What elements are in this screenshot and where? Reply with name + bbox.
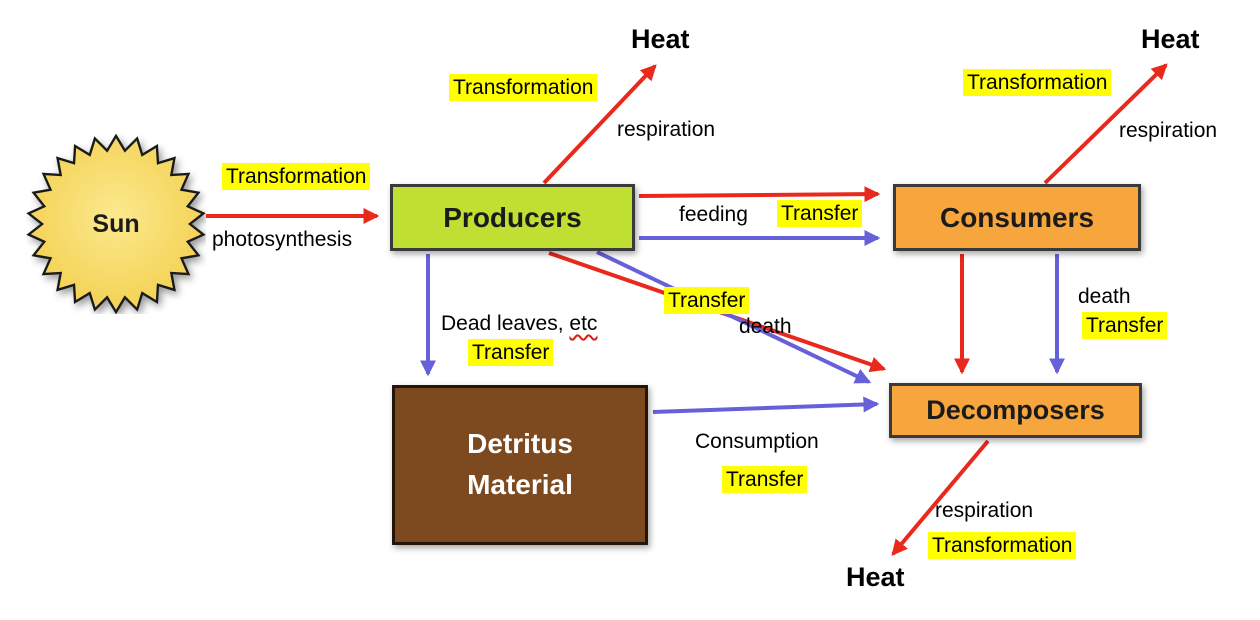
respiration-consumers-label: respiration (1119, 119, 1218, 142)
decomposers-label: Decomposers (926, 395, 1105, 425)
heat-label-top: Heat (631, 24, 690, 54)
arrow-consumers-respiration-heat (1043, 63, 1168, 185)
respiration-decomposers-label: respiration (935, 499, 1034, 522)
sun-label: Sun (92, 209, 140, 238)
consumers-label: Consumers (939, 201, 1095, 233)
node-producers: Producers (390, 184, 635, 251)
node-consumers: Consumers (893, 184, 1141, 251)
transfer-consumption-label: Transfer (722, 466, 808, 494)
heat-label-top-right: Heat (1141, 24, 1200, 54)
transfer-dead-leaves-label: Transfer (468, 339, 554, 367)
dead-leaves-label: Dead leaves, etc (441, 311, 597, 336)
transformation-decomposers-label: Transformation (928, 532, 1077, 560)
transfer-producers-death-label: Transfer (664, 287, 750, 315)
photosynthesis-label: photosynthesis (212, 228, 353, 251)
node-detritus-material: Detritus Material (392, 385, 648, 545)
consumption-label: Consumption (695, 430, 819, 453)
dead-leaves-text: Dead leaves, (441, 312, 570, 335)
producers-label: Producers (443, 201, 582, 233)
arrow-detritus-to-decomposers (652, 396, 880, 414)
transformation-consumers-label: Transformation (963, 69, 1112, 97)
node-sun: Sun (26, 134, 206, 314)
heat-label-bottom: Heat (846, 562, 905, 592)
node-decomposers: Decomposers (889, 383, 1142, 438)
sun-icon (26, 134, 206, 314)
detritus-label-line2: Material (467, 469, 573, 500)
detritus-label-line1: Detritus (467, 428, 573, 460)
transfer-consumers-death-label: Transfer (1082, 312, 1168, 340)
dead-leaves-etc-text: etc (569, 312, 598, 335)
death-consumers-label: death (1078, 285, 1131, 308)
arrow-producers-respiration-heat (542, 64, 657, 185)
transformation-sun-label: Transformation (222, 163, 371, 191)
transformation-producers-label: Transformation (449, 74, 598, 102)
death-producers-label: death (739, 315, 792, 338)
respiration-producers-label: respiration (617, 118, 716, 141)
feeding-label: feeding (679, 203, 748, 226)
arrow-producers-to-decomposers-blue (596, 250, 872, 384)
arrow-decomposers-respiration-heat (891, 439, 990, 556)
transfer-feeding-label: Transfer (777, 200, 863, 228)
arrow-producers-to-consumers-red (638, 186, 881, 203)
